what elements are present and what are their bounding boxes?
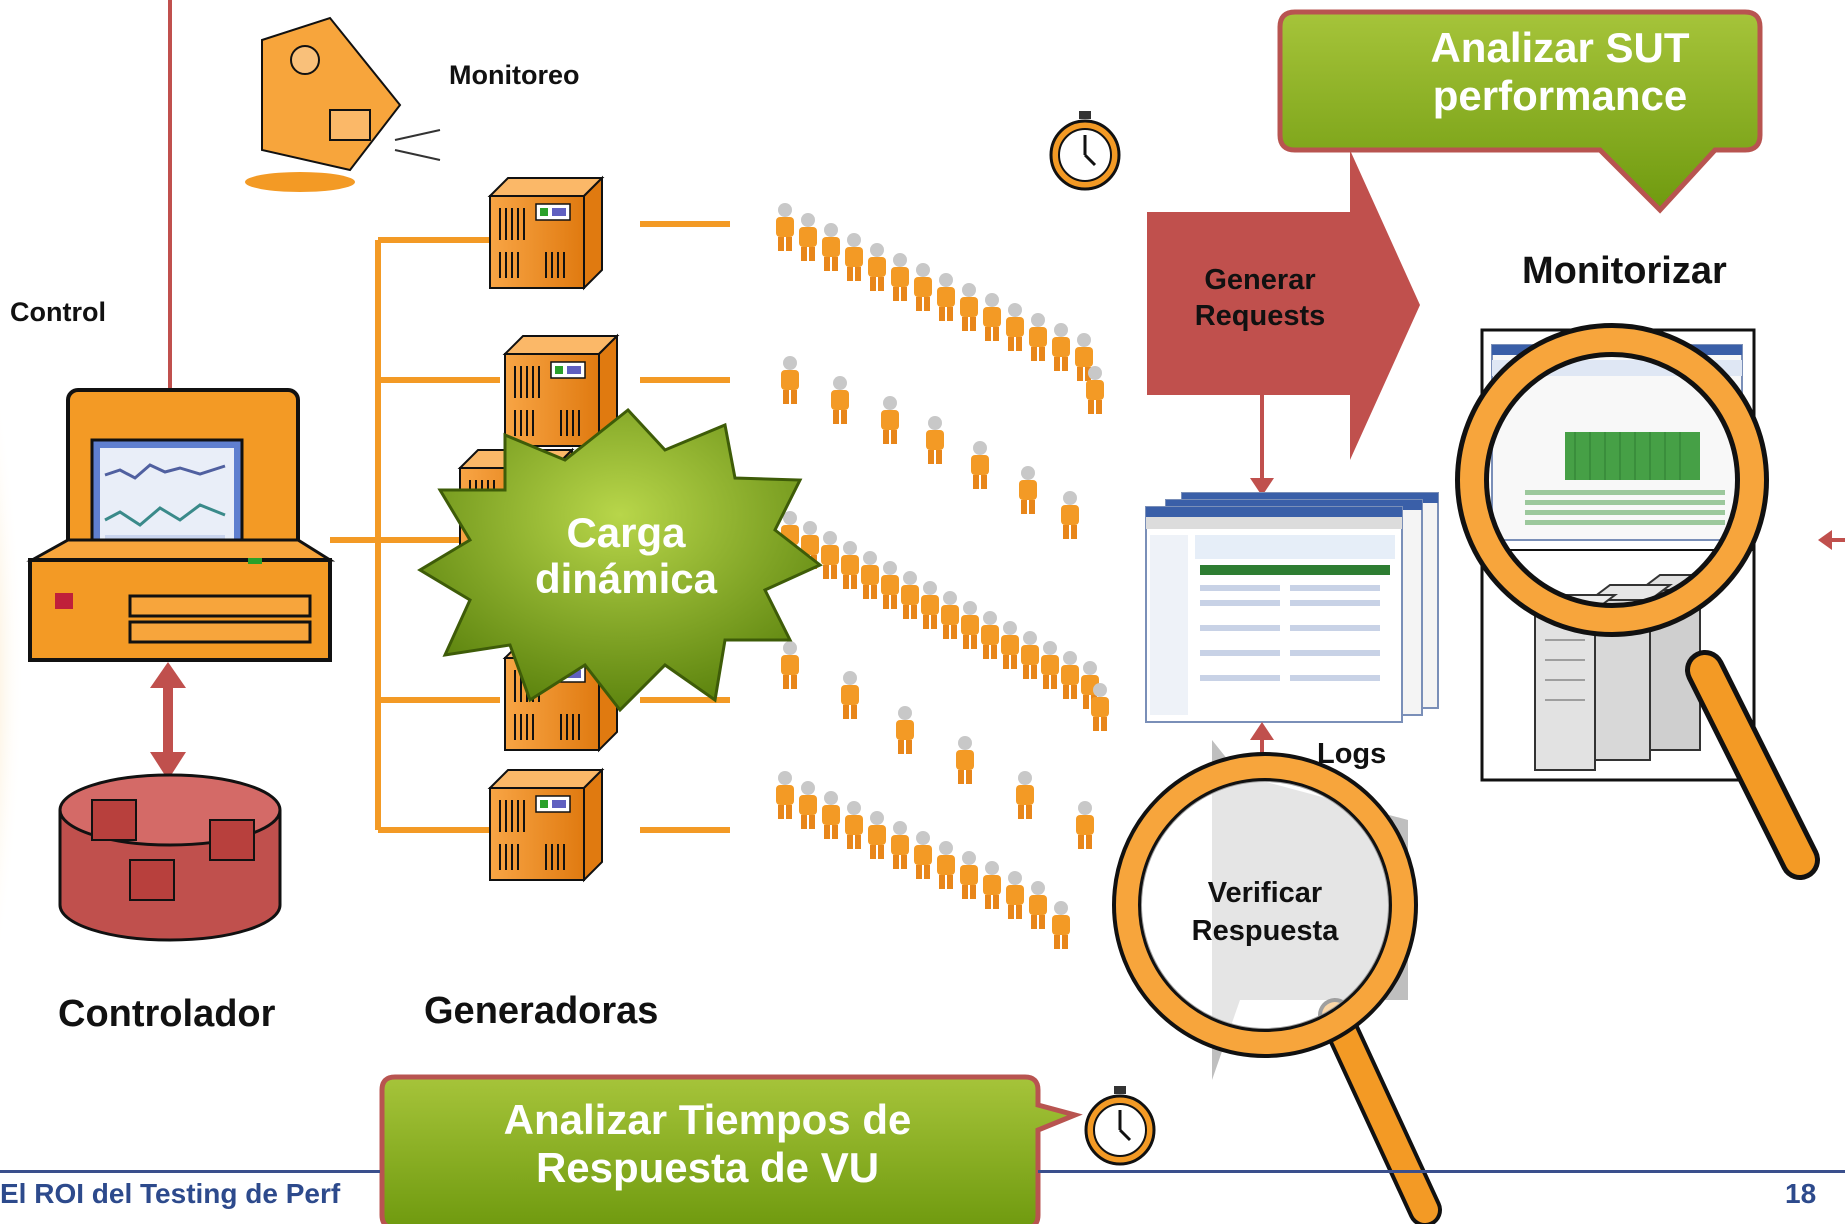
database-icon xyxy=(58,773,282,942)
generator-server-icon xyxy=(489,769,603,881)
label-logs: Logs xyxy=(1317,738,1387,770)
callout-analizar-sut xyxy=(1277,9,1763,214)
label-monitoreo: Monitoreo xyxy=(449,60,580,90)
label-control: Control xyxy=(10,297,106,327)
virtual-users-row-2 xyxy=(781,356,1079,539)
label-monitorizar: Monitorizar xyxy=(1522,250,1727,292)
label-carga-dinamica: Carga dinámica xyxy=(534,509,718,603)
stopwatch-icon xyxy=(1084,1084,1156,1166)
footer-divider xyxy=(1038,1170,1845,1173)
callout-analizar-tiempos-text: Analizar Tiempos de Respuesta de VU xyxy=(503,1096,912,1192)
logs-screenshots xyxy=(1145,492,1439,723)
carga-dinamica-burst xyxy=(417,407,823,713)
label-verificar-respuesta: Verificar Respuesta xyxy=(1191,877,1339,947)
callout-analizar-tiempos xyxy=(379,1074,1083,1224)
callout-analizar-sut-text: Analizar SUT performance xyxy=(1430,24,1690,120)
label-generadoras: Generadoras xyxy=(424,990,659,1032)
controller-computer-icon xyxy=(26,388,336,662)
footer-title: El ROI del Testing de Perf xyxy=(0,1178,341,1209)
virtual-users-row-3 xyxy=(781,511,1109,731)
generator-server-icon xyxy=(504,335,618,447)
virtual-users-row-1 xyxy=(776,203,1104,414)
generator-server-icon xyxy=(489,177,603,289)
magnifier-monitorizar-icon xyxy=(1455,323,1820,880)
stopwatch-icon xyxy=(1049,109,1121,191)
generar-requests-arrow xyxy=(1147,150,1420,460)
magnifier-verificar-icon xyxy=(1112,752,1442,1224)
label-controlador: Controlador xyxy=(58,993,276,1035)
footer-divider xyxy=(0,1170,380,1173)
monitoring-person-icon xyxy=(245,16,441,192)
label-generar-requests: Generar Requests xyxy=(1194,264,1326,333)
footer-page-number: 18 xyxy=(1785,1178,1817,1209)
